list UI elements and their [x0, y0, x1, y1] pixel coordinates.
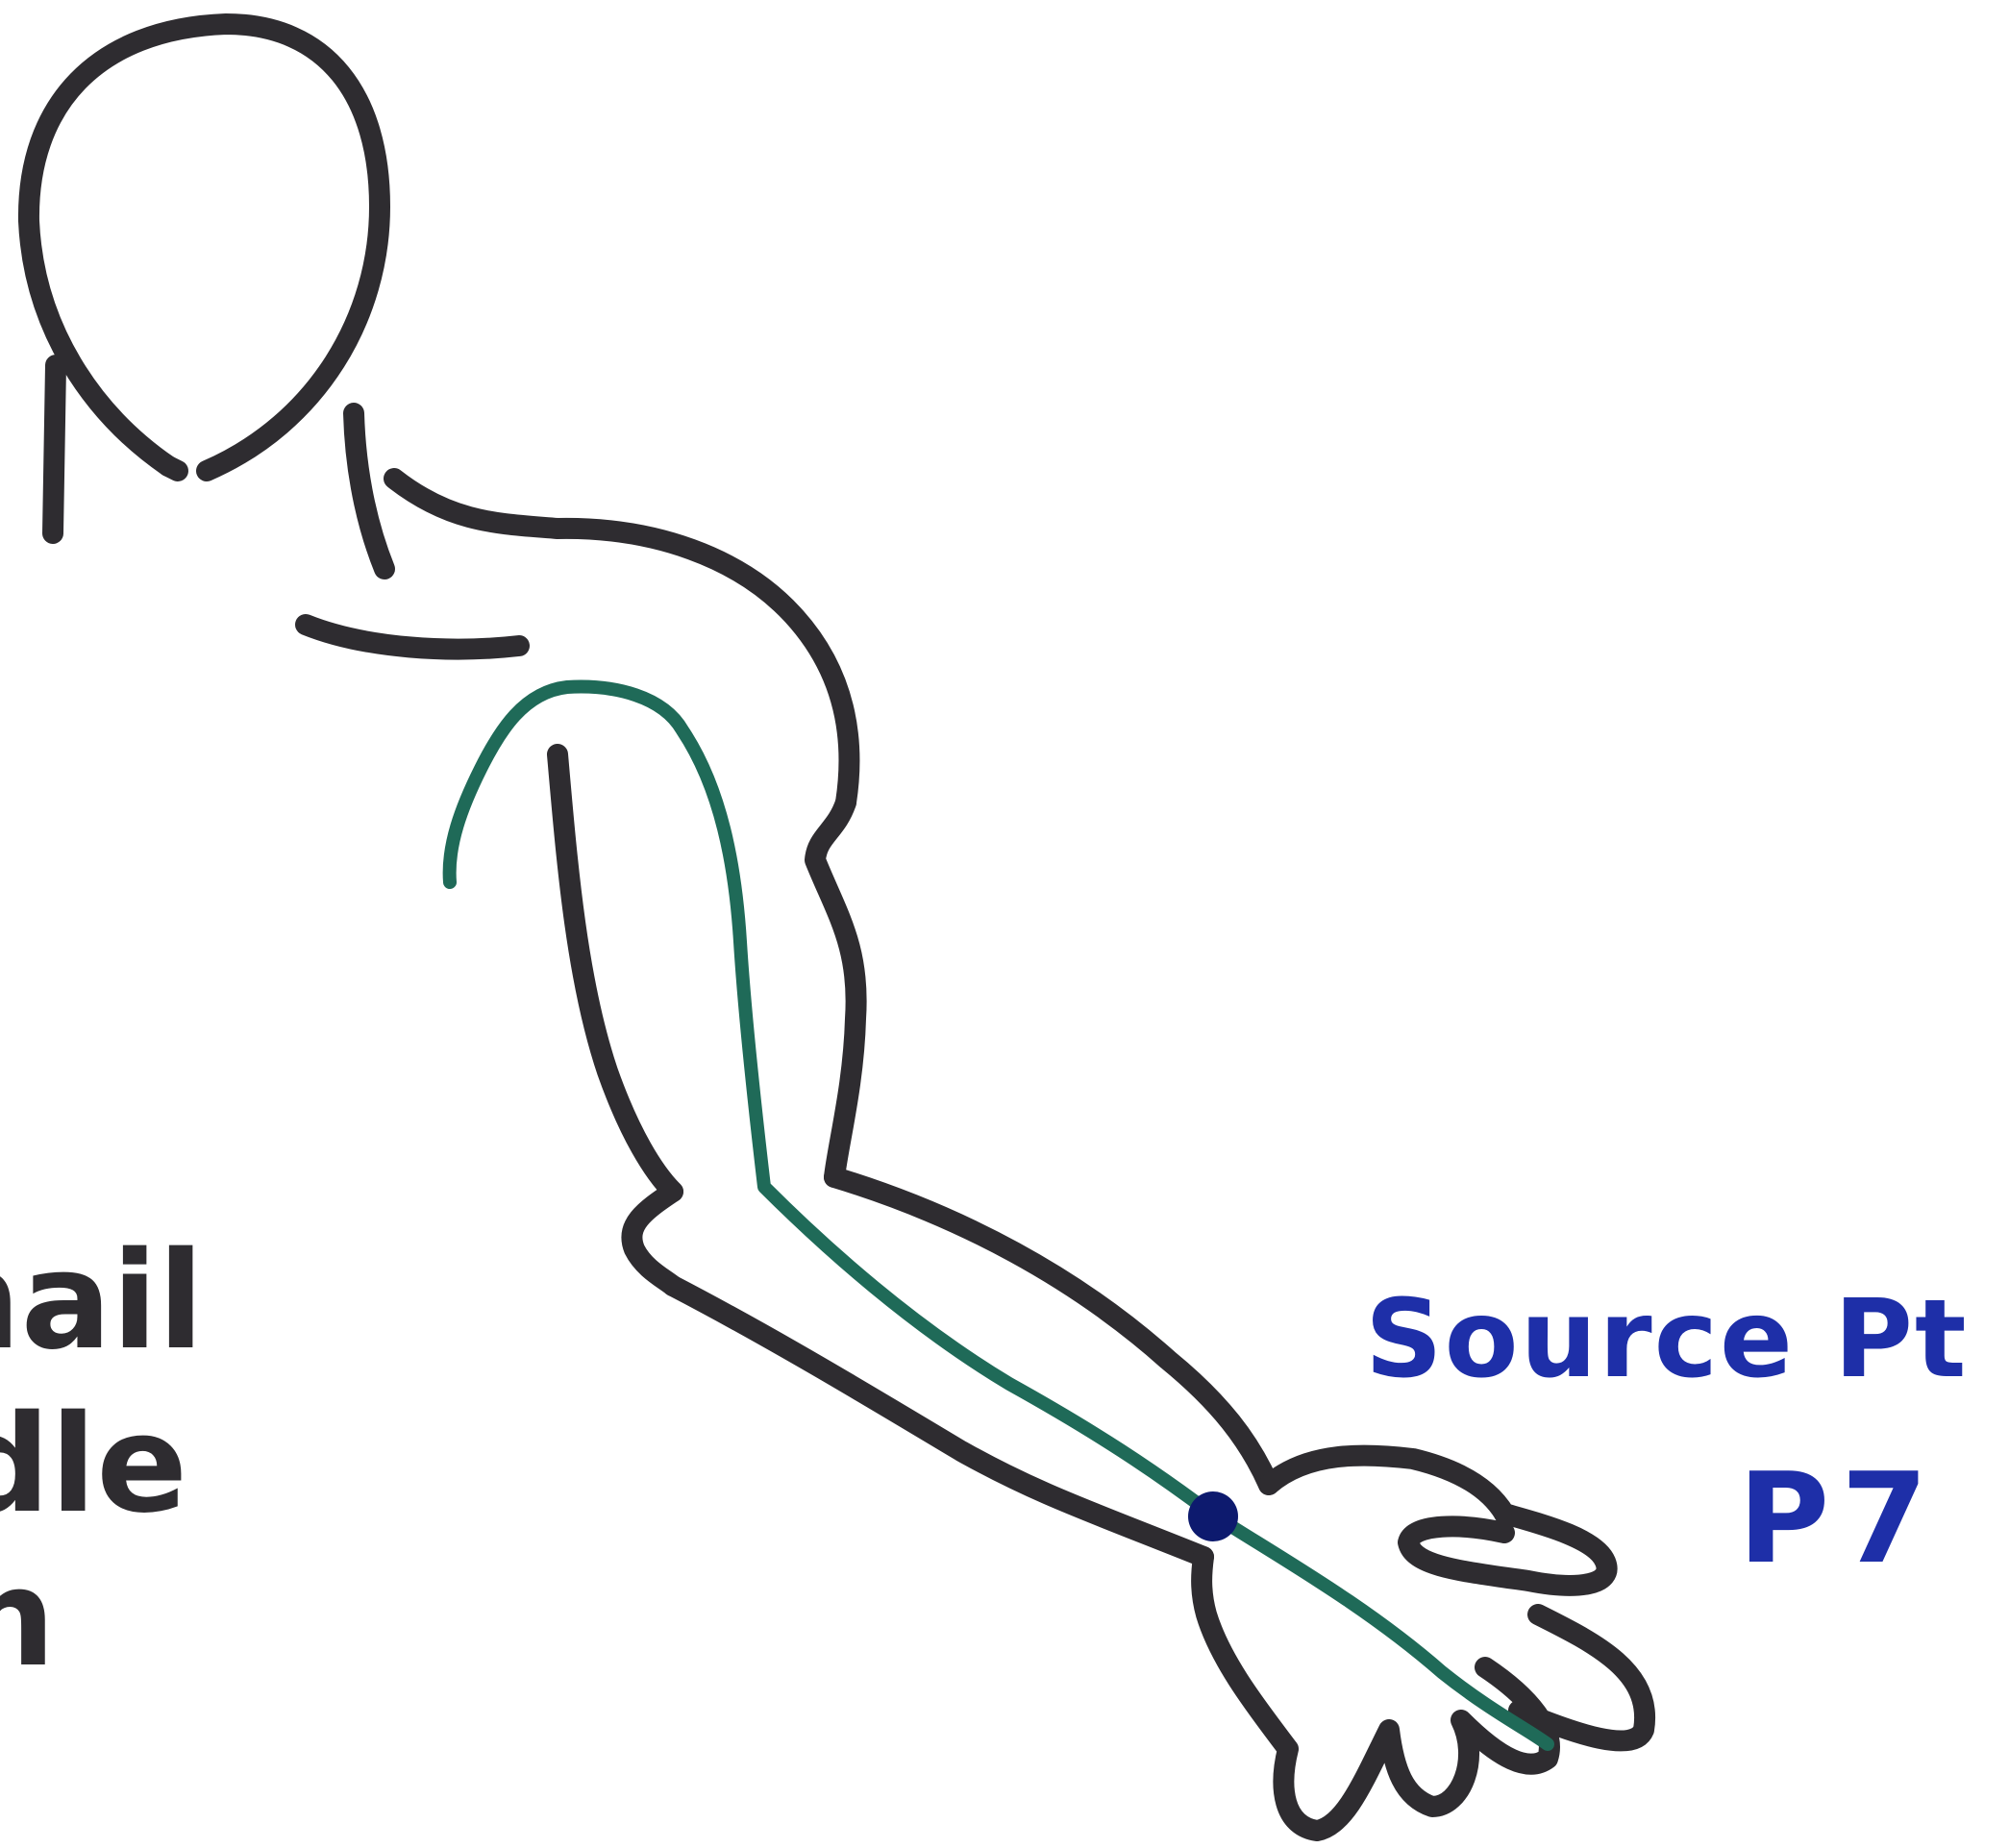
fragment-line-3: n — [0, 1552, 56, 1687]
chest-line — [306, 625, 519, 650]
elbow-inner — [632, 1192, 673, 1286]
fingers-outline — [1202, 1557, 1645, 1831]
fragment-line-1: nail — [0, 1235, 204, 1369]
point-code-label: P7 — [1738, 1456, 1940, 1581]
upper-arm-outer — [815, 802, 856, 1177]
fragment-line-2: dle — [0, 1398, 187, 1533]
chin-left-stroke — [168, 466, 178, 471]
source-point-label: Source Pt — [1365, 1286, 1969, 1393]
left-text-fragments: nail dle n — [0, 1235, 269, 1715]
forearm-outer — [834, 1177, 1269, 1485]
head-outline — [29, 24, 380, 471]
meridian-line — [450, 687, 1548, 1744]
thumb-outline — [1408, 1514, 1607, 1586]
upper-arm-inner — [558, 754, 673, 1192]
neck-left — [53, 365, 56, 533]
hand-back — [1269, 1456, 1504, 1514]
neck-right — [354, 413, 384, 569]
source-point-marker — [1188, 1491, 1238, 1541]
